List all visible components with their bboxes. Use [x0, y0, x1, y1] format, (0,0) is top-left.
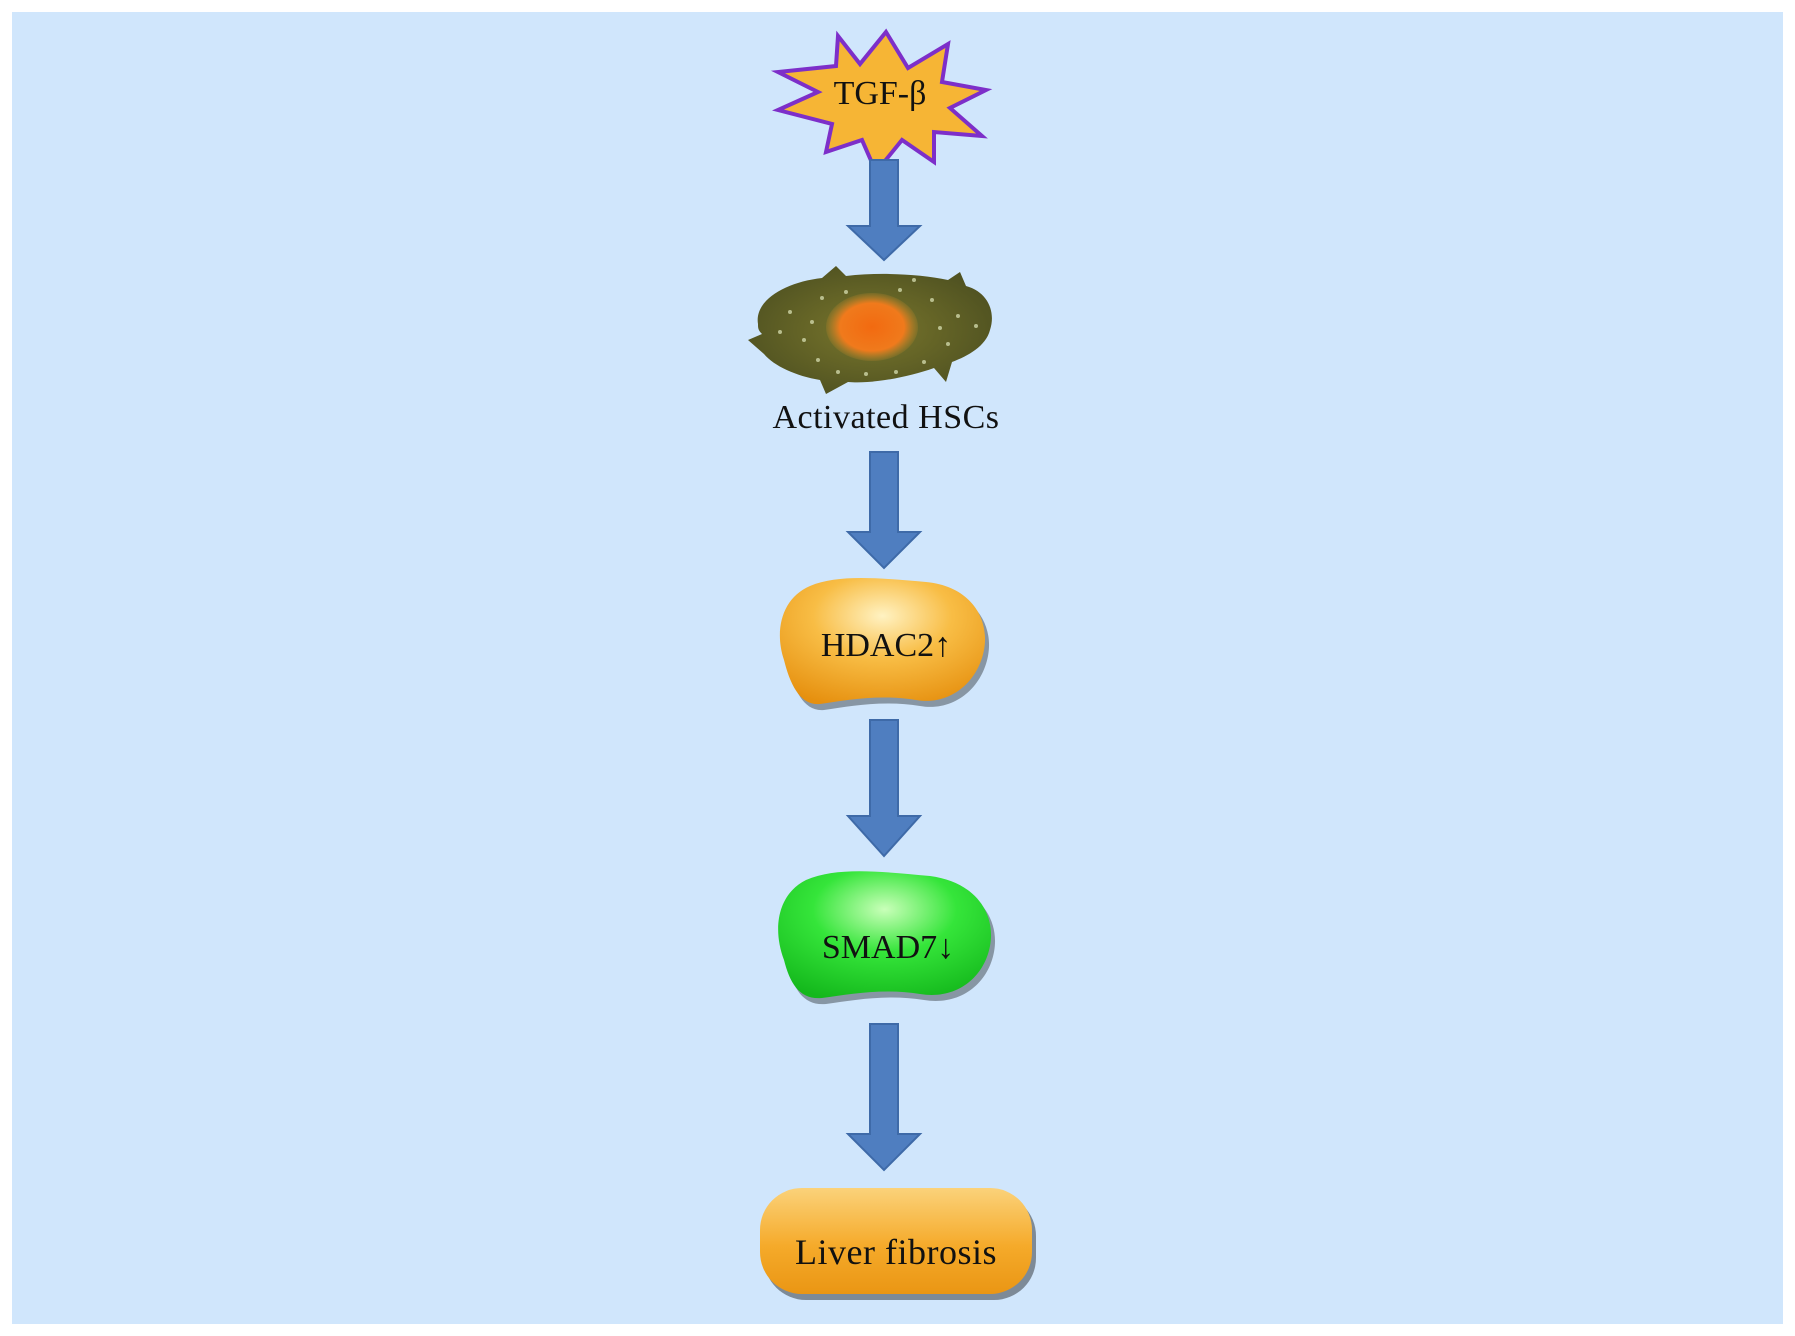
cell-speckles [778, 278, 978, 376]
liver-fibrosis-shape [760, 1188, 1032, 1294]
arrow-tgf-to-hsc [845, 159, 923, 262]
hdac2-shape [779, 578, 986, 705]
liver-fibrosis-node: Liver fibrosis [760, 1188, 1036, 1300]
tgf-beta-label: TGF-β [834, 75, 927, 112]
liver-fibrosis-label: Liver fibrosis [795, 1232, 997, 1272]
smad7-shape [778, 871, 992, 999]
smad7-node: SMAD7↓ [778, 871, 996, 1005]
arrow-smad7-to-fibrosis [845, 1023, 923, 1172]
arrow-hsc-to-hdac2 [845, 451, 923, 570]
arrow-hdac2-to-smad7 [845, 719, 923, 858]
hdac2-label: HDAC2↑ [821, 627, 951, 664]
activated-hsc-label: Activated HSCs [772, 399, 999, 436]
hdac2-node: HDAC2↑ [779, 578, 990, 711]
activated-hsc-node: Activated HSCs [748, 266, 999, 436]
smad7-label: SMAD7↓ [822, 929, 954, 966]
nucleus-icon [826, 293, 918, 361]
